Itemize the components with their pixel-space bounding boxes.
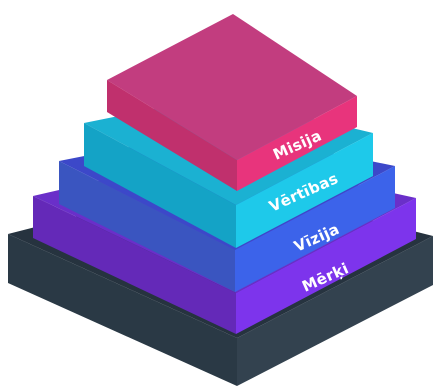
tier-misija-right-face (237, 96, 357, 191)
tier-misija-left-face (107, 80, 237, 191)
tier-base-right-face (237, 236, 433, 386)
tier-vertibas-right-face (236, 133, 373, 248)
tier-vizija-right-face (235, 166, 395, 292)
tier-merki-right-face (236, 198, 416, 334)
tier-vertibas-left-face (84, 123, 236, 248)
tier-misija: Misija (107, 14, 357, 191)
tier-merki-left-face (33, 196, 236, 334)
tier-base-left-face (8, 234, 237, 386)
tier-vizija-left-face (59, 161, 235, 292)
tier-misija-top (107, 14, 357, 160)
